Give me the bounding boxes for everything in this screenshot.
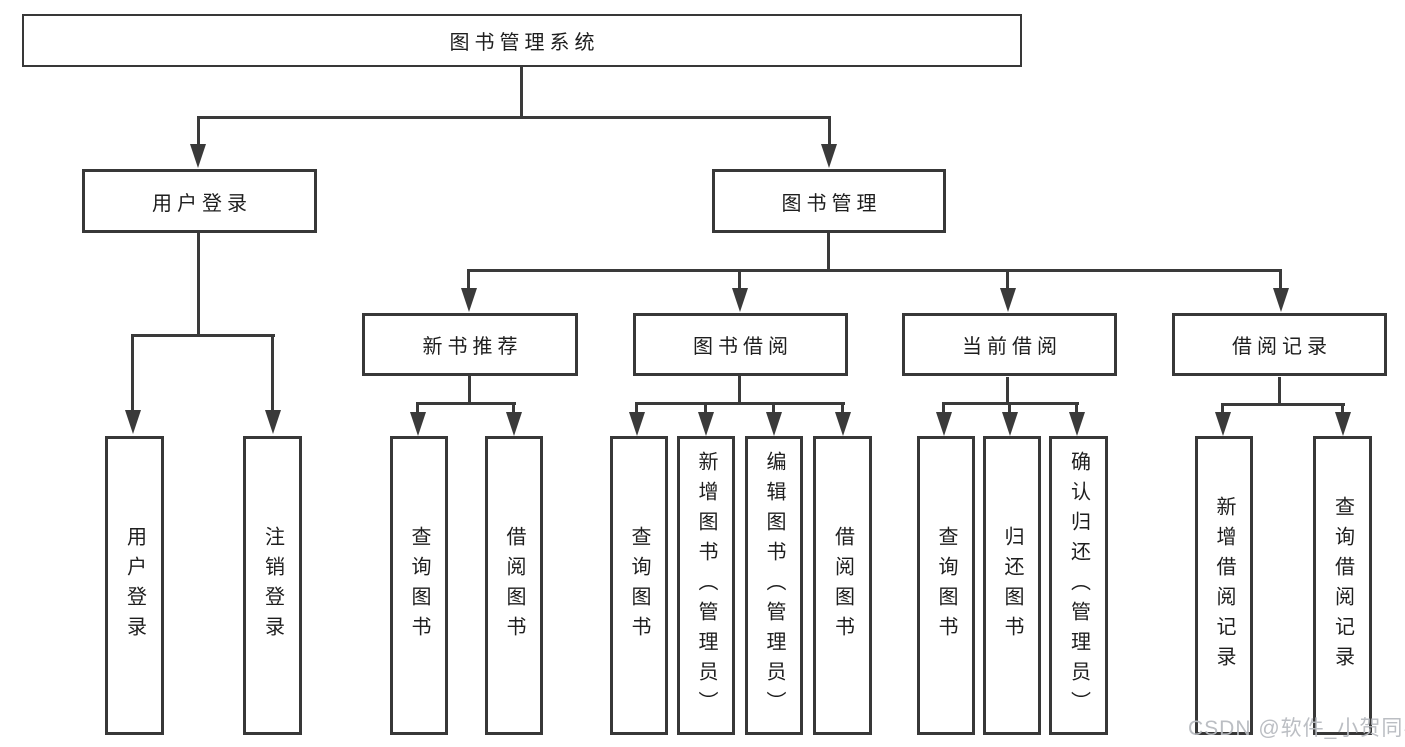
connector-current-stem xyxy=(1006,377,1009,405)
leaf-query-borrow-record-label: 查询借阅记录 xyxy=(1331,495,1354,676)
arrowhead-icon xyxy=(732,288,748,312)
leaf-query-books-label: 查询图书 xyxy=(408,525,430,646)
leaf-add-borrow-record-label: 新增借阅记录 xyxy=(1213,495,1235,676)
connector-root-stem xyxy=(520,67,523,116)
connector-drop-leaf-logout xyxy=(271,334,274,410)
connector-drop xyxy=(1008,402,1011,412)
connector-new-books-stem xyxy=(468,376,471,405)
node-root: 图书管理系统 xyxy=(22,14,1022,67)
node-new-books-label: 新书推荐 xyxy=(422,336,523,358)
connector-drop xyxy=(635,402,638,412)
arrowhead-icon xyxy=(506,412,522,436)
node-user-login-label: 用户登录 xyxy=(152,192,252,215)
arrowhead-icon xyxy=(125,410,141,434)
arrowhead-icon xyxy=(629,412,645,436)
arrowhead-icon xyxy=(410,412,426,436)
connector-user-login-stem xyxy=(197,233,200,336)
leaf-logout: 注销登录 xyxy=(243,436,302,735)
leaf-confirm-return-admin: 确认归还（管理员） xyxy=(1049,436,1108,735)
leaf-logout-label: 注销登录 xyxy=(261,525,284,646)
connector-drop xyxy=(942,402,945,412)
connector-book-mgmt-stem xyxy=(827,233,830,272)
leaf-borrow-books-borrowing: 借阅图书 xyxy=(813,436,872,735)
connector-borrowing-stem xyxy=(738,376,741,405)
connector-drop-book-mgmt xyxy=(828,116,831,144)
leaf-borrow-books-label: 借阅图书 xyxy=(503,525,525,646)
arrowhead-icon xyxy=(1335,412,1351,436)
node-root-label: 图书管理系统 xyxy=(449,32,600,54)
arrowhead-icon xyxy=(1069,412,1085,436)
connector-drop xyxy=(1221,403,1224,412)
connector-root-bus xyxy=(197,116,831,119)
arrowhead-icon xyxy=(835,412,851,436)
node-borrow-records-label: 借阅记录 xyxy=(1232,336,1332,358)
arrowhead-icon xyxy=(1002,412,1018,436)
node-book-borrowing: 图书借阅 xyxy=(633,313,848,376)
leaf-add-book-admin: 新增图书（管理员） xyxy=(677,436,735,735)
arrowhead-icon xyxy=(821,144,837,168)
node-book-borrowing-label: 图书借阅 xyxy=(693,336,793,358)
connector-drop xyxy=(704,402,707,412)
leaf-user-login: 用户登录 xyxy=(105,436,164,735)
leaf-borrow-books-newbooks: 借阅图书 xyxy=(485,436,543,735)
node-book-management: 图书管理 xyxy=(712,169,946,233)
leaf-query-books-label: 查询图书 xyxy=(935,525,957,646)
leaf-edit-book-admin-label: 编辑图书（管理员） xyxy=(763,450,785,721)
connector-drop-leaf-login xyxy=(131,334,134,410)
arrowhead-icon xyxy=(265,410,281,434)
csdn-watermark: CSDN @软件_小贺同学 xyxy=(1188,717,1405,740)
connector-drop xyxy=(841,402,844,412)
leaf-return-books: 归还图书 xyxy=(983,436,1041,735)
node-current-borrowing: 当前借阅 xyxy=(902,313,1117,376)
arrowhead-icon xyxy=(190,144,206,168)
node-current-borrowing-label: 当前借阅 xyxy=(962,336,1062,358)
connector-book-mgmt-bus xyxy=(467,269,1282,272)
connector-drop-new-books xyxy=(467,269,470,288)
connector-new-books-bus xyxy=(416,402,516,405)
leaf-query-borrow-record: 查询借阅记录 xyxy=(1313,436,1372,735)
connector-drop xyxy=(512,402,515,412)
leaf-query-books-newbooks: 查询图书 xyxy=(390,436,448,735)
leaf-add-borrow-record: 新增借阅记录 xyxy=(1195,436,1253,735)
arrowhead-icon xyxy=(1273,288,1289,312)
connector-drop xyxy=(1341,403,1344,412)
leaf-user-login-label: 用户登录 xyxy=(123,525,146,646)
connector-user-login-bus xyxy=(131,334,275,337)
node-new-books: 新书推荐 xyxy=(362,313,578,376)
connector-drop xyxy=(772,402,775,412)
connector-drop xyxy=(416,402,419,412)
node-user-login: 用户登录 xyxy=(82,169,317,233)
connector-drop-current xyxy=(1006,269,1009,288)
connector-records-bus xyxy=(1221,403,1345,406)
leaf-edit-book-admin: 编辑图书（管理员） xyxy=(745,436,803,735)
arrowhead-icon xyxy=(698,412,714,436)
leaf-query-books-current: 查询图书 xyxy=(917,436,975,735)
arrowhead-icon xyxy=(1215,412,1231,436)
leaf-confirm-return-admin-label: 确认归还（管理员） xyxy=(1067,450,1090,721)
connector-drop-user-login xyxy=(197,116,200,144)
node-borrow-records: 借阅记录 xyxy=(1172,313,1387,376)
arrowhead-icon xyxy=(766,412,782,436)
node-book-management-label: 图书管理 xyxy=(781,192,882,215)
leaf-borrow-books-label: 借阅图书 xyxy=(831,525,854,646)
arrowhead-icon xyxy=(936,412,952,436)
connector-drop-records xyxy=(1279,269,1282,288)
connector-drop-borrowing xyxy=(738,269,741,288)
connector-records-stem xyxy=(1278,377,1281,405)
arrowhead-icon xyxy=(1000,288,1016,312)
arrowhead-icon xyxy=(461,288,477,312)
connector-borrowing-bus xyxy=(635,402,845,405)
leaf-query-books-borrowing: 查询图书 xyxy=(610,436,668,735)
leaf-add-book-admin-label: 新增图书（管理员） xyxy=(695,450,717,721)
leaf-query-books-label: 查询图书 xyxy=(628,525,650,646)
leaf-return-books-label: 归还图书 xyxy=(1001,525,1023,646)
connector-drop xyxy=(1075,402,1078,412)
